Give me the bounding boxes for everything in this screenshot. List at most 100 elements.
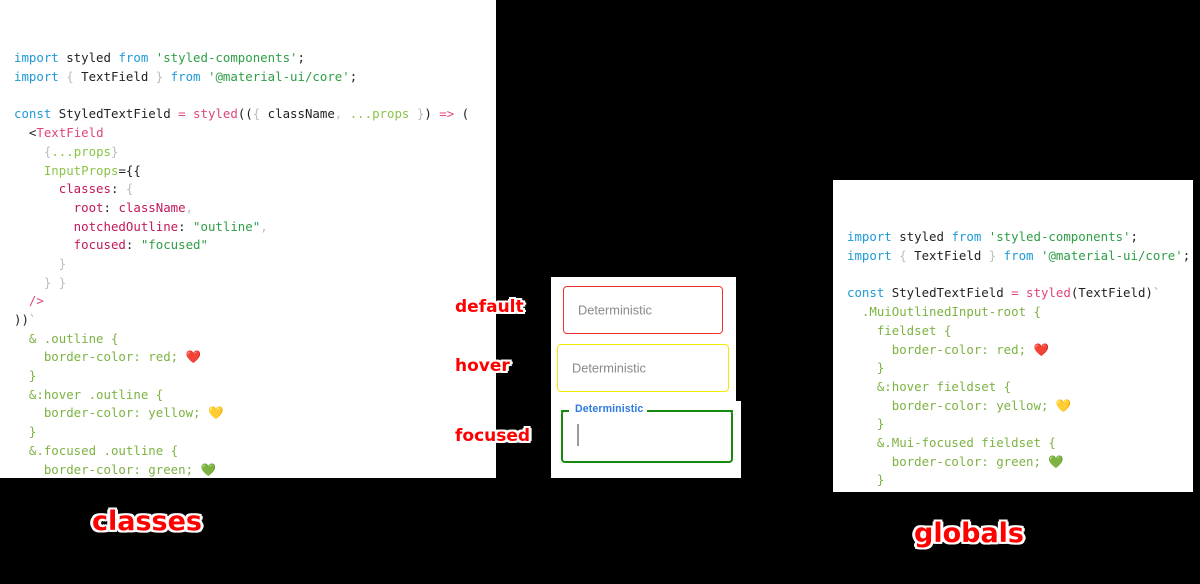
code-token: import	[14, 69, 67, 85]
code-token: (	[461, 106, 470, 122]
code-block-globals: import styled from 'styled-components';i…	[847, 228, 1193, 492]
code-line: border-color: green; 💚	[847, 453, 1193, 472]
code-line: import { TextField } from '@material-ui/…	[14, 68, 496, 87]
annotation-hover: hover	[455, 356, 510, 376]
code-token: from	[118, 50, 156, 66]
code-token: =	[178, 106, 194, 122]
textfield-focused[interactable]: Deterministic	[560, 403, 734, 463]
code-line: border-color: red; ❤️	[847, 341, 1193, 360]
code-token: const	[14, 106, 59, 122]
code-token: className	[267, 106, 335, 122]
code-line: import styled from 'styled-components';	[14, 49, 496, 68]
code-line: }	[847, 490, 1193, 492]
annotation-focused: focused	[455, 426, 531, 446]
code-token: "focused"	[140, 237, 208, 253]
code-token: from	[1003, 248, 1041, 264]
code-token: notchedOutline	[14, 218, 179, 234]
code-line: &.Mui-focused fieldset {	[847, 434, 1193, 453]
code-block-classes: import styled from 'styled-components';i…	[14, 49, 496, 478]
code-token: ))	[14, 312, 29, 328]
code-token: ...props	[51, 143, 111, 159]
code-token: {	[66, 69, 82, 85]
code-token: =>	[439, 106, 462, 122]
code-line: }	[14, 367, 496, 386]
code-line	[14, 87, 496, 106]
code-line: InputProps={{	[14, 162, 496, 181]
code-line: />	[14, 292, 496, 311]
code-line: const StyledTextField = styled(TextField…	[847, 284, 1193, 303]
code-line: <TextField	[14, 124, 496, 143]
code-token: }	[981, 248, 1004, 264]
code-line: &.focused .outline {	[14, 442, 496, 461]
code-token: TextField	[36, 125, 104, 141]
code-line	[847, 266, 1193, 285]
code-token: classes	[14, 181, 111, 197]
code-line: border-color: yellow; 💛	[847, 397, 1193, 416]
code-token: 'styled-components'	[988, 229, 1131, 245]
code-token: border-color: red;	[14, 349, 186, 365]
code-line: }	[847, 471, 1193, 490]
text-caret	[577, 424, 579, 446]
code-token: }	[847, 472, 885, 488]
code-token: className	[118, 199, 186, 215]
code-token: 💛	[1055, 397, 1072, 413]
code-line: } }	[14, 274, 496, 293]
code-panel-classes: import styled from 'styled-components';i…	[0, 0, 496, 478]
code-token: 'styled-components'	[155, 50, 298, 66]
code-line: import { TextField } from '@material-ui/…	[847, 247, 1193, 266]
code-token: )	[424, 106, 440, 122]
textfield-default-placeholder: Deterministic	[578, 302, 652, 318]
code-line: border-color: yellow; 💛	[14, 404, 496, 423]
code-token: '@material-ui/core'	[207, 69, 350, 85]
textfield-focused-label: Deterministic	[571, 403, 648, 415]
code-token: }	[847, 360, 885, 376]
code-token: <	[14, 125, 37, 141]
code-token: ((	[237, 106, 253, 122]
annotation-classes-caption: classes	[92, 506, 203, 537]
code-line: const StyledTextField = styled(({ classN…	[14, 105, 496, 124]
textfield-default[interactable]: Deterministic	[563, 286, 723, 334]
code-token: & .outline {	[14, 330, 119, 346]
code-token: }	[148, 69, 171, 85]
code-token: focused	[14, 237, 126, 253]
textfield-hover[interactable]: Deterministic	[557, 344, 729, 392]
code-line: &:hover fieldset {	[847, 378, 1193, 397]
code-token: )	[1145, 285, 1153, 301]
code-token: :	[125, 237, 141, 253]
code-token: :	[178, 218, 194, 234]
code-token: />	[14, 293, 44, 309]
code-token: "outline"	[193, 218, 261, 234]
code-line: {...props}	[14, 143, 496, 162]
code-token: ;	[349, 69, 358, 85]
code-token: 💚	[200, 461, 216, 477]
code-token: .MuiOutlinedInput-root {	[847, 304, 1041, 320]
code-token: TextField	[914, 248, 982, 264]
code-token: TextField	[1078, 285, 1146, 301]
code-token: ={{	[118, 162, 141, 178]
code-token: border-color: green;	[14, 461, 201, 477]
code-token: ❤️	[185, 349, 202, 365]
code-token: const	[847, 285, 892, 301]
code-token: {	[252, 106, 268, 122]
code-line: }	[847, 415, 1193, 434]
code-token: TextField	[81, 69, 149, 85]
code-token: import	[847, 248, 900, 264]
code-line: & .outline {	[14, 330, 496, 349]
code-token: border-color: yellow;	[847, 397, 1056, 413]
code-token: }	[14, 424, 37, 440]
code-token: ...props	[349, 106, 410, 122]
code-token: border-color: red;	[847, 341, 1034, 357]
code-token: &.focused .outline {	[14, 442, 179, 458]
code-token: border-color: green;	[847, 453, 1049, 469]
code-line: &:hover .outline {	[14, 386, 496, 405]
code-token: {	[125, 181, 134, 197]
code-token: styled	[66, 50, 119, 66]
code-token: border-color: yellow;	[14, 405, 208, 421]
code-token: 💚	[1048, 453, 1064, 469]
notch-segment-left	[560, 409, 569, 412]
code-token: '@material-ui/core'	[1040, 248, 1183, 264]
code-token: styled	[193, 106, 238, 122]
notched-outline	[560, 409, 734, 412]
code-token: }	[111, 143, 119, 159]
code-token: =	[1011, 285, 1027, 301]
